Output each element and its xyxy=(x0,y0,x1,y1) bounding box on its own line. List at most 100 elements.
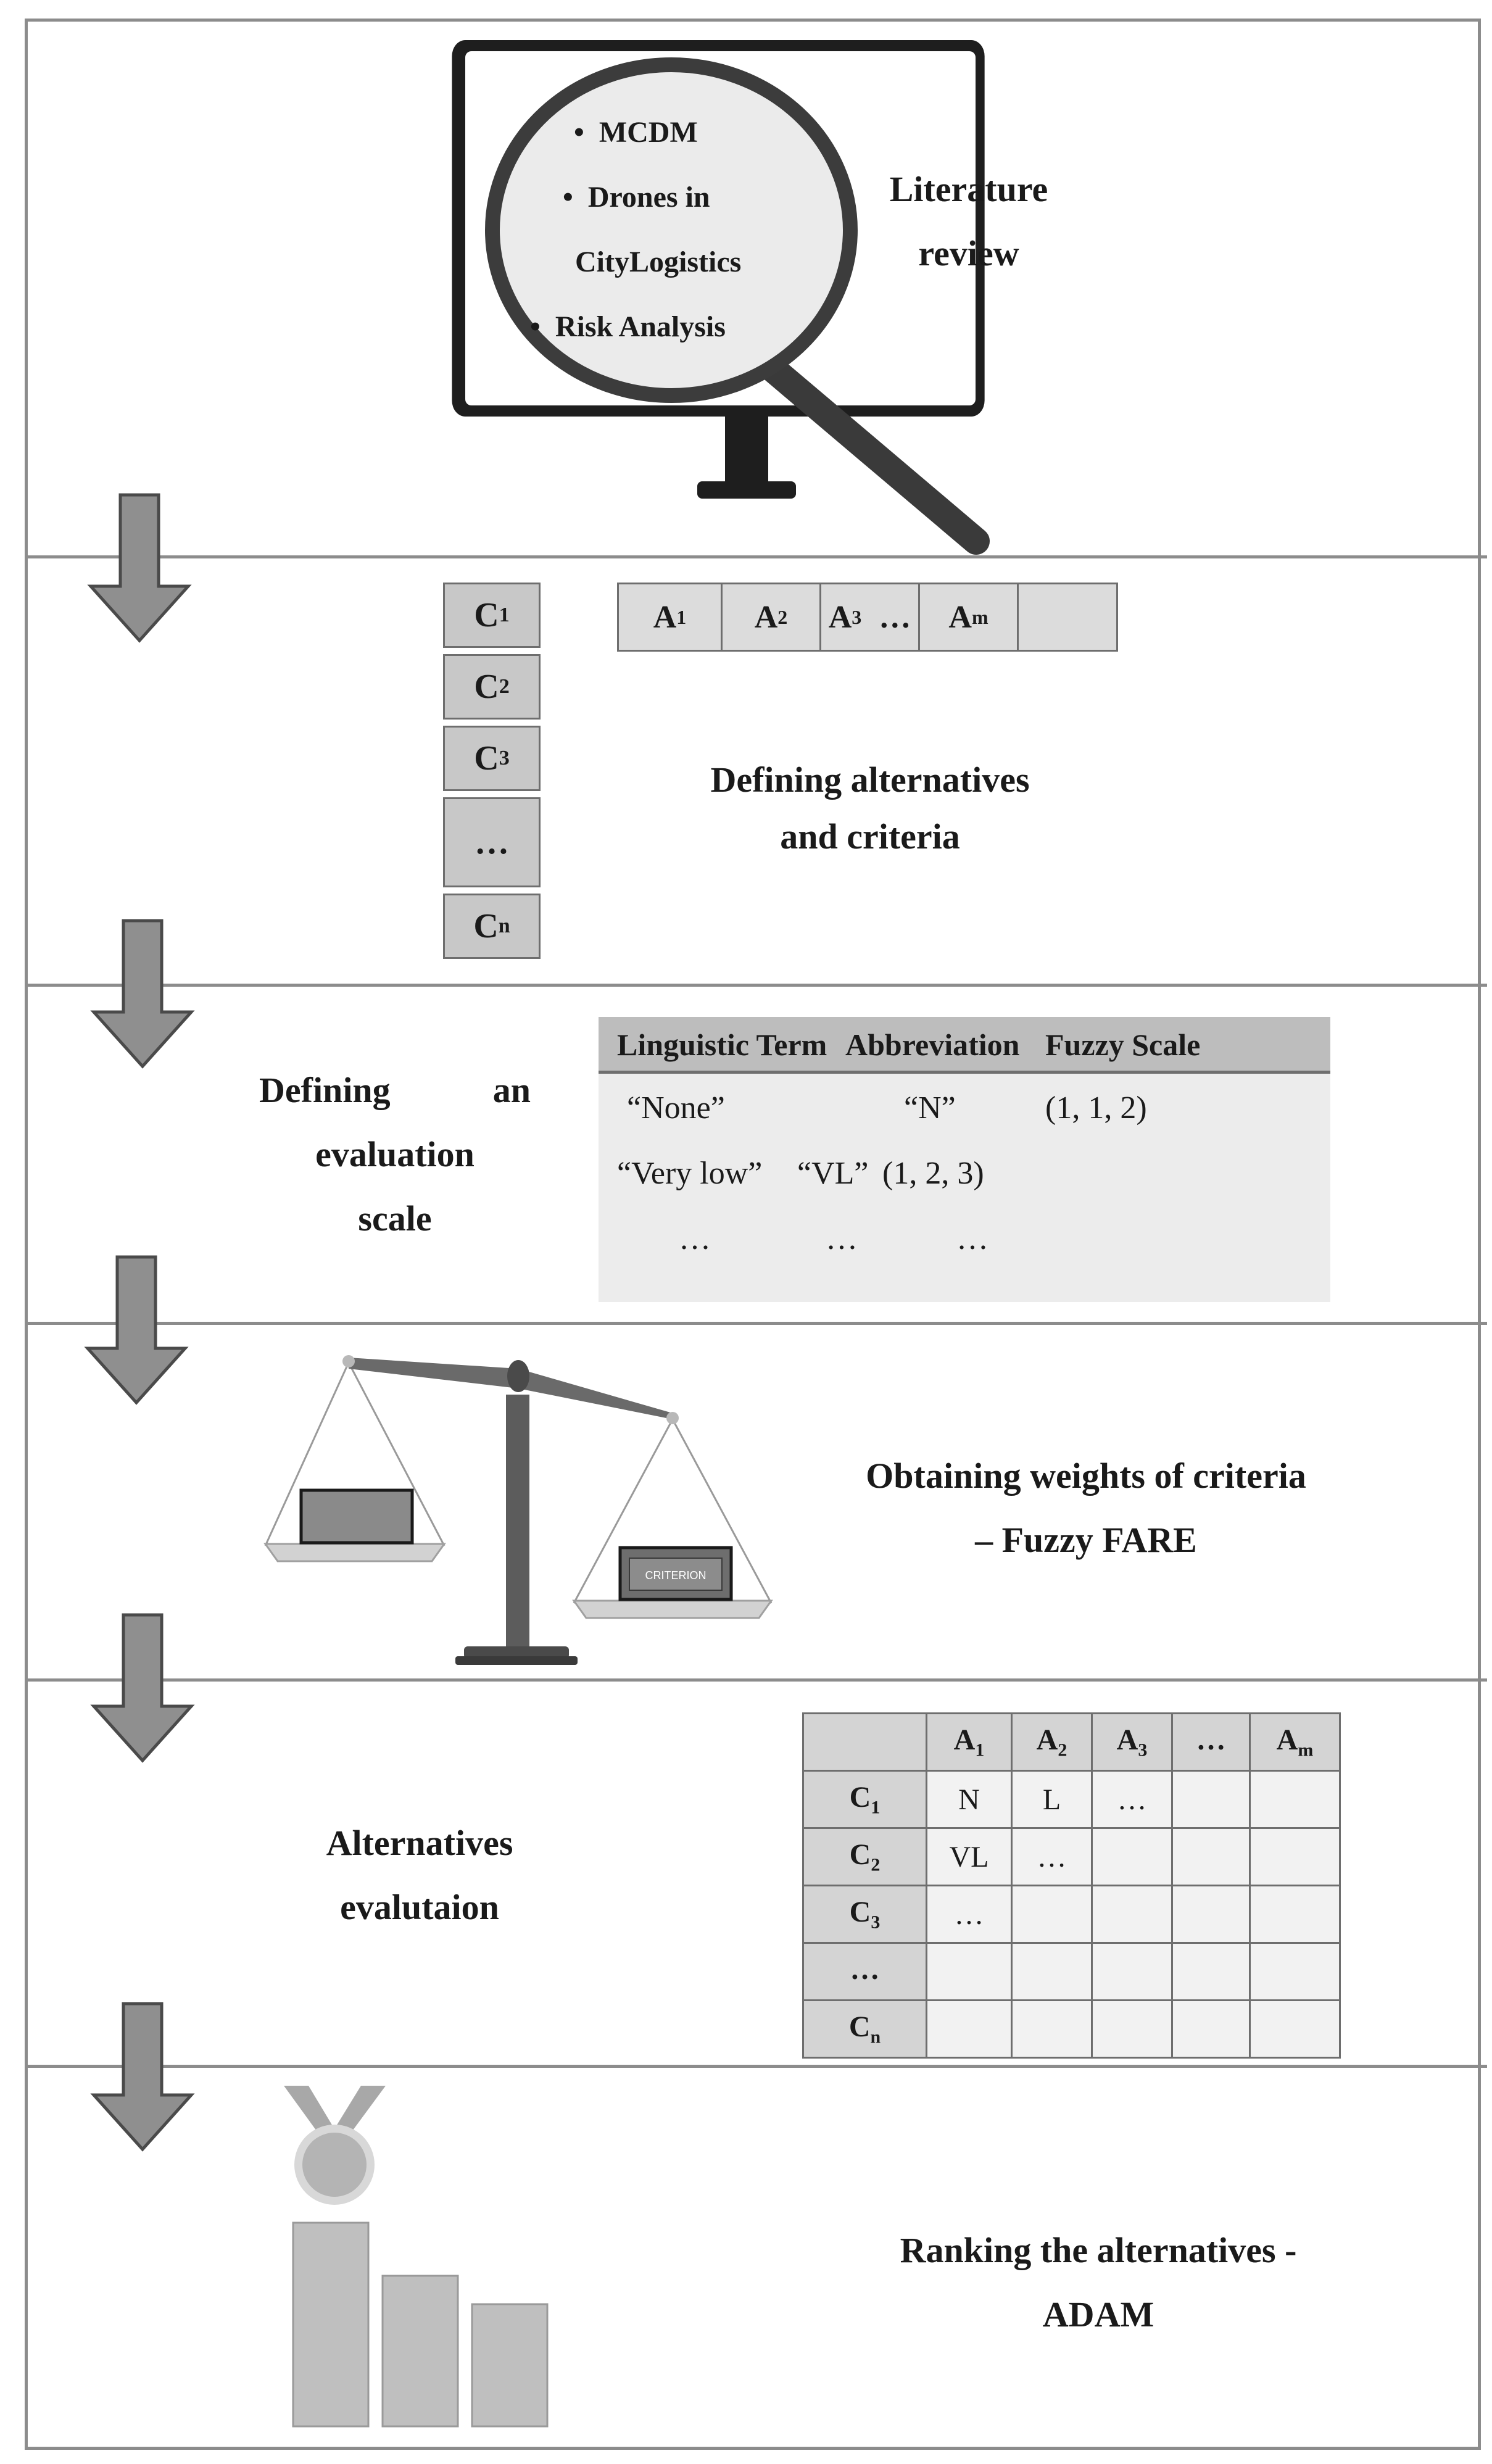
section-divider-1 xyxy=(25,555,1487,558)
header-cell: Linguistic Term xyxy=(617,1027,827,1062)
matrix-cell xyxy=(1249,1942,1341,2001)
matrix-cell: … xyxy=(1011,1827,1093,1886)
diagram-frame xyxy=(25,19,1481,2450)
scale-cell: … xyxy=(679,1221,711,1256)
matrix-row: C2 VL … xyxy=(802,1827,1341,1886)
matrix-row: Cn xyxy=(802,1999,1341,2059)
matrix-cell xyxy=(1249,1770,1341,1829)
matrix-cell xyxy=(1011,1999,1093,2059)
alternative-cell-empty xyxy=(1019,584,1116,650)
label-line: evaluation xyxy=(315,1134,475,1174)
step-label-alternatives-evaluation: Alternatives evalutaion xyxy=(284,1811,555,1939)
label-line: and criteria xyxy=(780,816,960,857)
matrix-row: C1 N L … xyxy=(802,1770,1341,1829)
matrix-row: C3 … xyxy=(802,1885,1341,1944)
down-arrow-2 xyxy=(90,919,195,1069)
label-line: review xyxy=(918,233,1019,273)
matrix-cell xyxy=(1171,1827,1251,1886)
step-label-defining-alternatives: Defining alternatives and criteria xyxy=(648,752,1092,865)
matrix-cell xyxy=(1249,1999,1341,2059)
matrix-cell: VL xyxy=(926,1827,1013,1886)
matrix-row-header: C3 xyxy=(802,1885,927,1944)
scale-cell: “None” xyxy=(627,1090,725,1126)
matrix-row-header: C1 xyxy=(802,1770,927,1829)
section-divider-2 xyxy=(25,984,1487,987)
matrix-cell xyxy=(1249,1827,1341,1886)
bullet-item-citylogistics: CityLogistics xyxy=(520,230,828,294)
bullet-text: MCDM xyxy=(599,116,698,149)
matrix-cell xyxy=(926,1942,1013,2001)
matrix-cell xyxy=(1091,1885,1173,1944)
label-line: Obtaining weights of criteria xyxy=(866,1456,1306,1496)
matrix-cell: … xyxy=(926,1885,1013,1944)
matrix-col-header: … xyxy=(1171,1712,1251,1772)
evaluation-matrix: A1 A2 A3 … Am C1 N L … C2 VL … C3 … … Cn xyxy=(802,1712,1341,2059)
matrix-cell xyxy=(1011,1942,1093,2001)
matrix-header-row: A1 A2 A3 … Am xyxy=(802,1712,1341,1772)
bullet-text: Drones in xyxy=(587,181,710,214)
matrix-row-header: C2 xyxy=(802,1827,927,1886)
matrix-corner-cell xyxy=(802,1712,927,1772)
matrix-cell xyxy=(1171,1942,1251,2001)
scale-cell: “Very low” xyxy=(617,1156,763,1191)
label-line: ADAM xyxy=(1042,2294,1154,2334)
matrix-cell xyxy=(1091,1999,1173,2059)
evaluation-scale-table: Linguistic Term Abbreviation Fuzzy Scale… xyxy=(599,1017,1330,1302)
scale-cell: “VL” xyxy=(797,1156,869,1191)
matrix-cell xyxy=(1011,1885,1093,1944)
monitor-magnifier-illustration xyxy=(452,40,990,555)
label-line: Literature xyxy=(889,169,1048,209)
down-arrow-3 xyxy=(84,1255,189,1405)
down-arrow-4 xyxy=(90,1613,195,1763)
step-label-literature-review: Literature review xyxy=(864,157,1074,286)
label-line: scale xyxy=(358,1198,432,1238)
label-line: Alternatives xyxy=(326,1823,513,1863)
matrix-cell: N xyxy=(926,1770,1013,1829)
matrix-cell xyxy=(1171,1885,1251,1944)
podium-medal-illustration xyxy=(284,2086,549,2428)
criterion-plate-label: CRITERION xyxy=(645,1569,707,1582)
down-arrow-5 xyxy=(90,2002,195,2152)
scale-cell: … xyxy=(956,1221,988,1256)
scale-cell: (1, 1, 2) xyxy=(1045,1090,1147,1126)
criterion-cell: … xyxy=(443,797,541,887)
section-divider-5 xyxy=(25,2065,1487,2068)
header-cell: Fuzzy Scale xyxy=(1045,1027,1201,1062)
label-line: Ranking the alternatives - xyxy=(900,2230,1297,2270)
matrix-cell xyxy=(1171,1999,1251,2059)
matrix-row-header: Cn xyxy=(802,1999,927,2059)
matrix-cell xyxy=(1249,1885,1341,1944)
matrix-cell xyxy=(1091,1827,1173,1886)
header-cell: Abbreviation xyxy=(845,1027,1020,1062)
matrix-col-header: Am xyxy=(1249,1712,1341,1772)
matrix-col-header: A3 xyxy=(1091,1712,1173,1772)
scale-cell: (1, 2, 3) xyxy=(882,1156,984,1191)
label-line: evalutaion xyxy=(340,1887,499,1927)
bullet-text: CityLogistics xyxy=(575,246,742,278)
bullet-item-risk-analysis: • Risk Analysis xyxy=(530,310,726,343)
topic-bullet-list: • MCDM • Drones in CityLogistics • Risk … xyxy=(520,100,828,359)
scale-table-header: Linguistic Term Abbreviation Fuzzy Scale xyxy=(599,1017,1330,1074)
matrix-cell: … xyxy=(1091,1770,1173,1829)
matrix-row-header: … xyxy=(802,1942,927,2001)
matrix-cell xyxy=(1091,1942,1173,2001)
balance-scale-illustration: CRITERION xyxy=(263,1355,773,1665)
step-label-ranking-adam: Ranking the alternatives - ADAM xyxy=(852,2218,1345,2347)
step-label-fuzzy-fare: Obtaining weights of criteria – Fuzzy FA… xyxy=(802,1444,1370,1572)
matrix-cell xyxy=(926,1999,1013,2059)
matrix-row: … xyxy=(802,1942,1341,2001)
bullet-item-drones: • Drones in xyxy=(563,181,710,214)
down-arrow-1 xyxy=(87,493,192,643)
matrix-cell: L xyxy=(1011,1770,1093,1829)
